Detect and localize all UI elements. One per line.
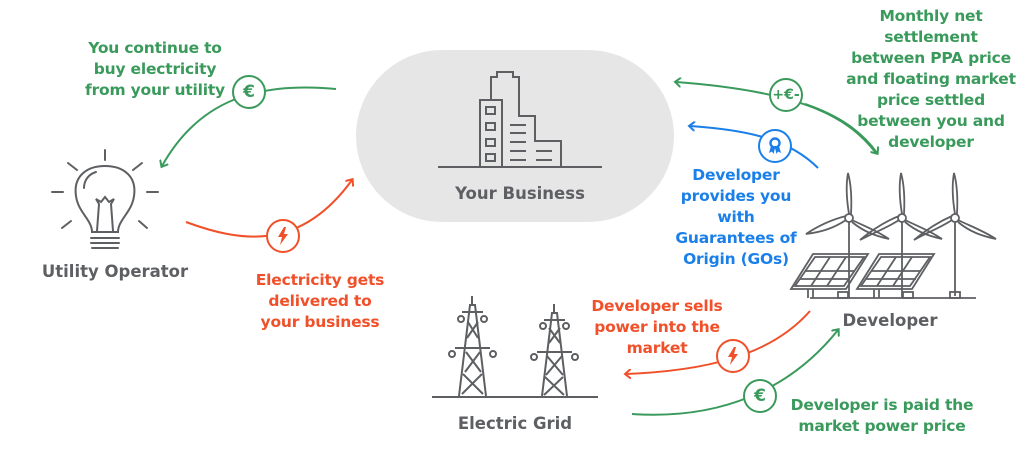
flow-label-net-settlement: Monthly net settlement between PPA price… (840, 6, 1022, 153)
line: between PPA price (851, 49, 1011, 67)
line: and floating market (846, 70, 1016, 88)
flow-label-paid-market: Developer is paid the market power price (782, 395, 982, 437)
flow-label-sells-power: Developer sells power into the market (582, 296, 732, 359)
line: from your utility (85, 81, 225, 99)
line: buy electricity (93, 60, 217, 78)
euro-icon: € (743, 379, 777, 413)
wind-solar-icon (789, 172, 997, 299)
line: developer (888, 133, 974, 151)
plus-euro-minus-icon: +€- (769, 78, 803, 112)
node-label-developer: Developer (842, 311, 938, 330)
line: your business (260, 313, 380, 331)
building-icon (438, 71, 602, 168)
node-label-grid: Electric Grid (457, 414, 573, 433)
line: Developer sells (591, 297, 723, 315)
line: Monthly net (879, 7, 983, 25)
line: Electricity gets (255, 271, 385, 289)
node-label-business: Your Business (455, 184, 585, 203)
bolt-icon (716, 339, 750, 373)
line: market (626, 339, 688, 357)
line: market power price (798, 417, 966, 435)
arrow-settlement-to-developer (804, 103, 877, 153)
flow-label-gos: Developer provides you with Guarantees o… (666, 165, 806, 270)
node-label-utility: Utility Operator (41, 262, 189, 281)
line: price settled (876, 91, 986, 109)
line: Developer (692, 166, 780, 184)
award-icon (758, 129, 792, 163)
euro-icon: € (232, 75, 266, 109)
line: You continue to (88, 39, 222, 57)
line: between you and (857, 112, 1005, 130)
line: Developer is paid the (790, 396, 974, 414)
line: with (717, 208, 755, 226)
flow-label-delivered: Electricity gets delivered to your busin… (240, 270, 400, 333)
bolt-icon (266, 219, 300, 253)
line: Origin (GOs) (683, 250, 789, 268)
line: provides you (680, 187, 792, 205)
line: power into the (594, 318, 720, 336)
line: delivered to (268, 292, 372, 310)
line: Guarantees of (675, 229, 797, 247)
line: settlement (884, 28, 978, 46)
business-pill (356, 50, 674, 222)
arrow-gos (690, 126, 819, 169)
power-tower-icon (432, 296, 598, 398)
lightbulb-icon (51, 149, 159, 249)
flow-label-buy-from-utility: You continue to buy electricity from you… (70, 38, 240, 101)
